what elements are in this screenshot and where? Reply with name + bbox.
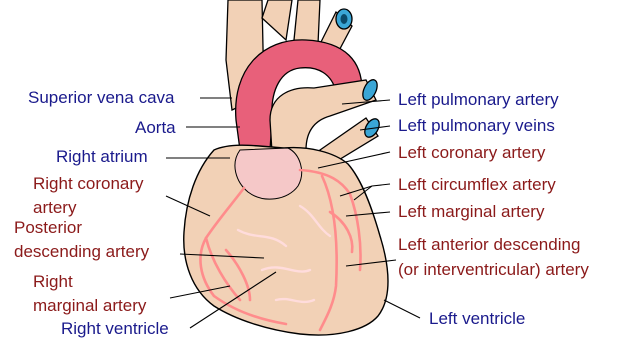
label-right-coronary-artery-line1: Right coronary xyxy=(33,174,144,194)
label-left-pulmonary-veins: Left pulmonary veins xyxy=(398,116,555,136)
label-right-ventricle: Right ventricle xyxy=(61,319,169,339)
label-superior-vena-cava: Superior vena cava xyxy=(28,88,174,108)
label-lad-line1: Left anterior descending xyxy=(398,235,580,255)
label-posterior-descending-line1: Posterior xyxy=(14,218,82,238)
label-right-marginal-line2: marginal artery xyxy=(33,296,146,316)
label-right-atrium: Right atrium xyxy=(56,147,148,167)
label-posterior-descending-line2: descending artery xyxy=(14,242,149,262)
label-left-pulmonary-artery: Left pulmonary artery xyxy=(398,90,559,110)
label-aorta: Aorta xyxy=(135,118,176,138)
carotid-branch xyxy=(294,0,320,44)
label-left-ventricle: Left ventricle xyxy=(429,309,525,329)
brachiocephalic-branch xyxy=(262,0,292,40)
label-left-coronary-artery: Left coronary artery xyxy=(398,143,545,163)
label-right-marginal-line1: Right xyxy=(33,272,73,292)
label-right-coronary-artery-line2: artery xyxy=(33,198,76,218)
label-left-marginal-artery: Left marginal artery xyxy=(398,202,544,222)
label-left-circumflex-artery: Left circumflex artery xyxy=(398,175,556,195)
label-lad-line2: (or interventricular) artery xyxy=(398,260,589,280)
